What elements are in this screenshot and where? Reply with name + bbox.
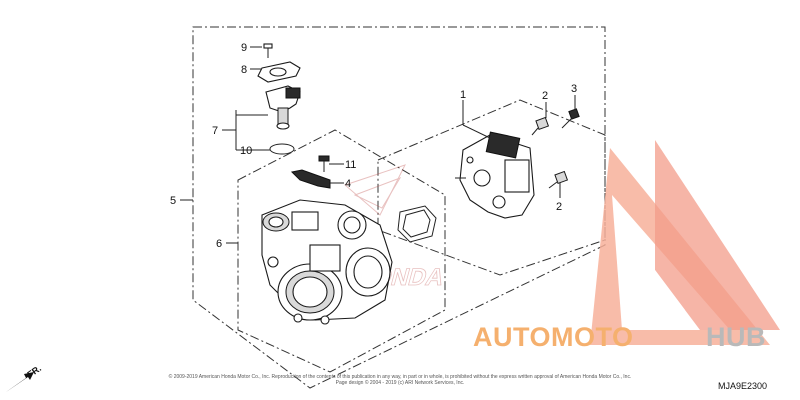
throttle-gasket — [397, 205, 437, 243]
callout-3: 3 — [571, 83, 577, 95]
copyright-line-2: Page design © 2004 - 2019 (c) ARI Networ… — [336, 379, 465, 386]
part-4-bracket[interactable] — [290, 169, 331, 189]
part-9-screw[interactable] — [263, 43, 273, 58]
callout-1: 1 — [460, 89, 466, 101]
leader-lines — [180, 46, 576, 244]
part-2-screw-upper[interactable] — [531, 116, 550, 136]
part-11-screw[interactable] — [318, 155, 330, 172]
diagram-code: MJA9E2300 — [718, 381, 767, 391]
part-3-screw[interactable] — [561, 108, 580, 129]
part-7-sensor[interactable] — [265, 85, 301, 130]
part-10-o-ring[interactable] — [269, 143, 295, 155]
part-6-throttle-body[interactable] — [261, 199, 393, 325]
callout-10: 10 — [240, 145, 252, 157]
sub-assembly-outline-6 — [237, 129, 446, 373]
callout-2-upper: 2 — [542, 90, 548, 102]
callout-8: 8 — [241, 64, 247, 76]
copyright-line-1: © 2009-2019 American Honda Motor Co., In… — [169, 373, 632, 380]
callout-4: 4 — [345, 178, 351, 190]
part-8-gasket-plate[interactable] — [257, 61, 301, 83]
front-direction-arrow: FR. — [6, 363, 43, 392]
direction-label: FR. — [25, 363, 43, 380]
callout-11: 11 — [345, 159, 356, 171]
assembly-outline — [192, 26, 606, 389]
part-2-screw-lower[interactable] — [548, 170, 569, 189]
watermark-automoto: AUTOMOTO — [473, 322, 634, 352]
callout-6: 6 — [216, 238, 222, 250]
callout-7: 7 — [212, 125, 218, 137]
automotohub-watermark-logo — [590, 140, 780, 345]
callout-9: 9 — [241, 42, 247, 54]
watermark-hub: HUB — [706, 322, 766, 352]
part-1-actuator[interactable] — [455, 131, 535, 219]
callout-5: 5 — [170, 195, 176, 207]
callout-2-lower: 2 — [556, 201, 562, 213]
